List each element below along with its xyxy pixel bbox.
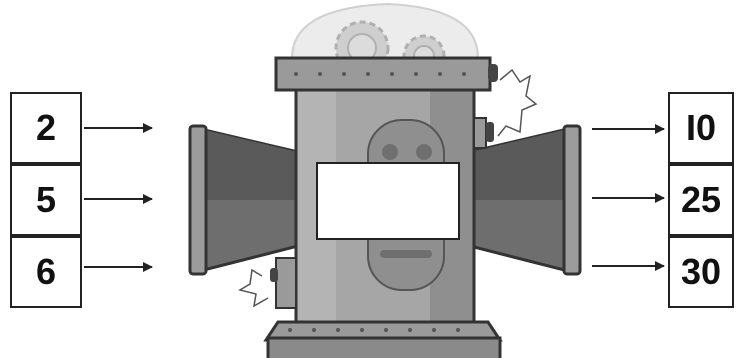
- rule-window: [316, 162, 460, 240]
- output-box: 30: [668, 236, 734, 308]
- input-value: 2: [36, 107, 56, 149]
- input-value: 5: [36, 179, 56, 221]
- output-value: 30: [681, 251, 721, 293]
- output-box: I0: [668, 92, 734, 164]
- input-value: 6: [36, 251, 56, 293]
- input-box: 6: [10, 236, 82, 308]
- input-arrows: [84, 128, 152, 267]
- input-box: 5: [10, 164, 82, 236]
- output-value: I0: [686, 107, 716, 149]
- input-box: 2: [10, 92, 82, 164]
- machine-top-cap: [276, 58, 498, 90]
- output-arrows: [592, 129, 664, 266]
- output-value: 25: [681, 179, 721, 221]
- output-box: 25: [668, 164, 734, 236]
- machine-base: [266, 322, 500, 358]
- input-funnel: [190, 126, 298, 274]
